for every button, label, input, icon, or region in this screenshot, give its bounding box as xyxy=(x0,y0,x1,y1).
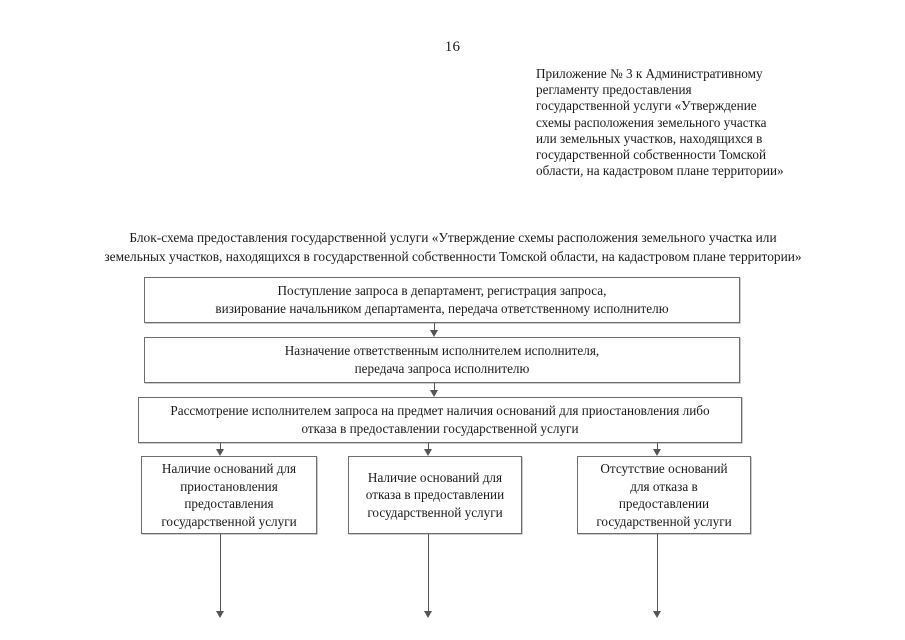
connector-n6-next-page xyxy=(657,534,658,614)
arrow-head-icon xyxy=(430,330,438,337)
appendix-note-line: схемы расположения земельного участка xyxy=(536,114,767,130)
flow-node-line: Отсутствие оснований xyxy=(600,461,728,476)
connector-n3-n5 xyxy=(428,443,429,454)
arrow-head-icon xyxy=(424,449,432,456)
flow-node-no-grounds-for-refusal: Отсутствие оснований для отказа в предос… xyxy=(577,456,751,534)
appendix-note-line: государственной собственности Томской xyxy=(536,147,767,163)
flow-node-line: государственной услуги xyxy=(367,504,503,520)
flow-node-line: передача запроса исполнителю xyxy=(354,361,530,376)
arrow-head-icon xyxy=(653,449,661,456)
connector-n2-n3 xyxy=(434,383,435,392)
flow-node-line: Наличие оснований для xyxy=(161,461,297,476)
arrow-head-icon xyxy=(430,390,438,397)
flow-node-assign-executor: Назначение ответственным исполнителем ис… xyxy=(144,337,740,383)
page-number: 16 xyxy=(444,39,461,55)
appendix-note-line: области, на кадастровом плане территории… xyxy=(536,163,784,179)
arrow-head-icon xyxy=(216,449,224,456)
appendix-note: Приложение № 3 к Административному регла… xyxy=(536,66,822,179)
flow-node-line: государственной услуги xyxy=(596,513,732,529)
flowchart-title: Блок-схема предоставления государственно… xyxy=(78,229,828,266)
flow-node-line: визирование начальником департамента, пе… xyxy=(215,301,669,316)
flow-node-line: предоставлении xyxy=(618,496,710,511)
flow-node-request-intake: Поступление запроса в департамент, регис… xyxy=(144,277,740,323)
connector-n3-n6 xyxy=(657,443,658,454)
connector-n1-n2 xyxy=(434,323,435,332)
appendix-note-line: регламенту предоставления xyxy=(536,82,692,98)
flow-node-grounds-for-suspension: Наличие оснований для приостановления пр… xyxy=(141,456,317,534)
appendix-note-line: Приложение № 3 к Административному xyxy=(536,66,763,81)
arrow-head-icon xyxy=(653,611,661,618)
flow-node-line: отказа в предоставлении государственной … xyxy=(301,421,579,436)
flow-node-line: Поступление запроса в департамент, регис… xyxy=(277,283,607,298)
arrow-head-icon xyxy=(216,611,224,618)
flow-node-line: приостановления xyxy=(180,478,278,494)
appendix-note-line: или земельных участков, находящихся в xyxy=(536,130,763,146)
flow-node-review-grounds: Рассмотрение исполнителем запроса на пре… xyxy=(138,397,742,443)
flow-node-line: для отказа в xyxy=(630,478,698,494)
flow-node-line: Назначение ответственным исполнителем ис… xyxy=(284,343,600,358)
arrow-head-icon xyxy=(424,611,432,618)
flow-node-grounds-for-refusal: Наличие оснований для отказа в предостав… xyxy=(348,456,522,534)
flow-node-line: Наличие оснований для xyxy=(367,469,503,485)
appendix-note-line: государственной услуги «Утверждение xyxy=(536,98,757,114)
flow-node-line: предоставления xyxy=(184,496,274,511)
connector-n4-next-page xyxy=(220,534,221,614)
flow-node-line: государственной услуги xyxy=(161,513,297,529)
flow-node-line: отказа в предоставлении xyxy=(365,487,505,503)
flowchart-title-line: Блок-схема предоставления государственно… xyxy=(129,230,777,245)
connector-n5-next-page xyxy=(428,534,429,614)
flow-node-line: Рассмотрение исполнителем запроса на пре… xyxy=(170,403,710,418)
connector-n3-n4 xyxy=(220,443,221,454)
flowchart-title-line: земельных участков, находящихся в госуда… xyxy=(104,248,802,264)
